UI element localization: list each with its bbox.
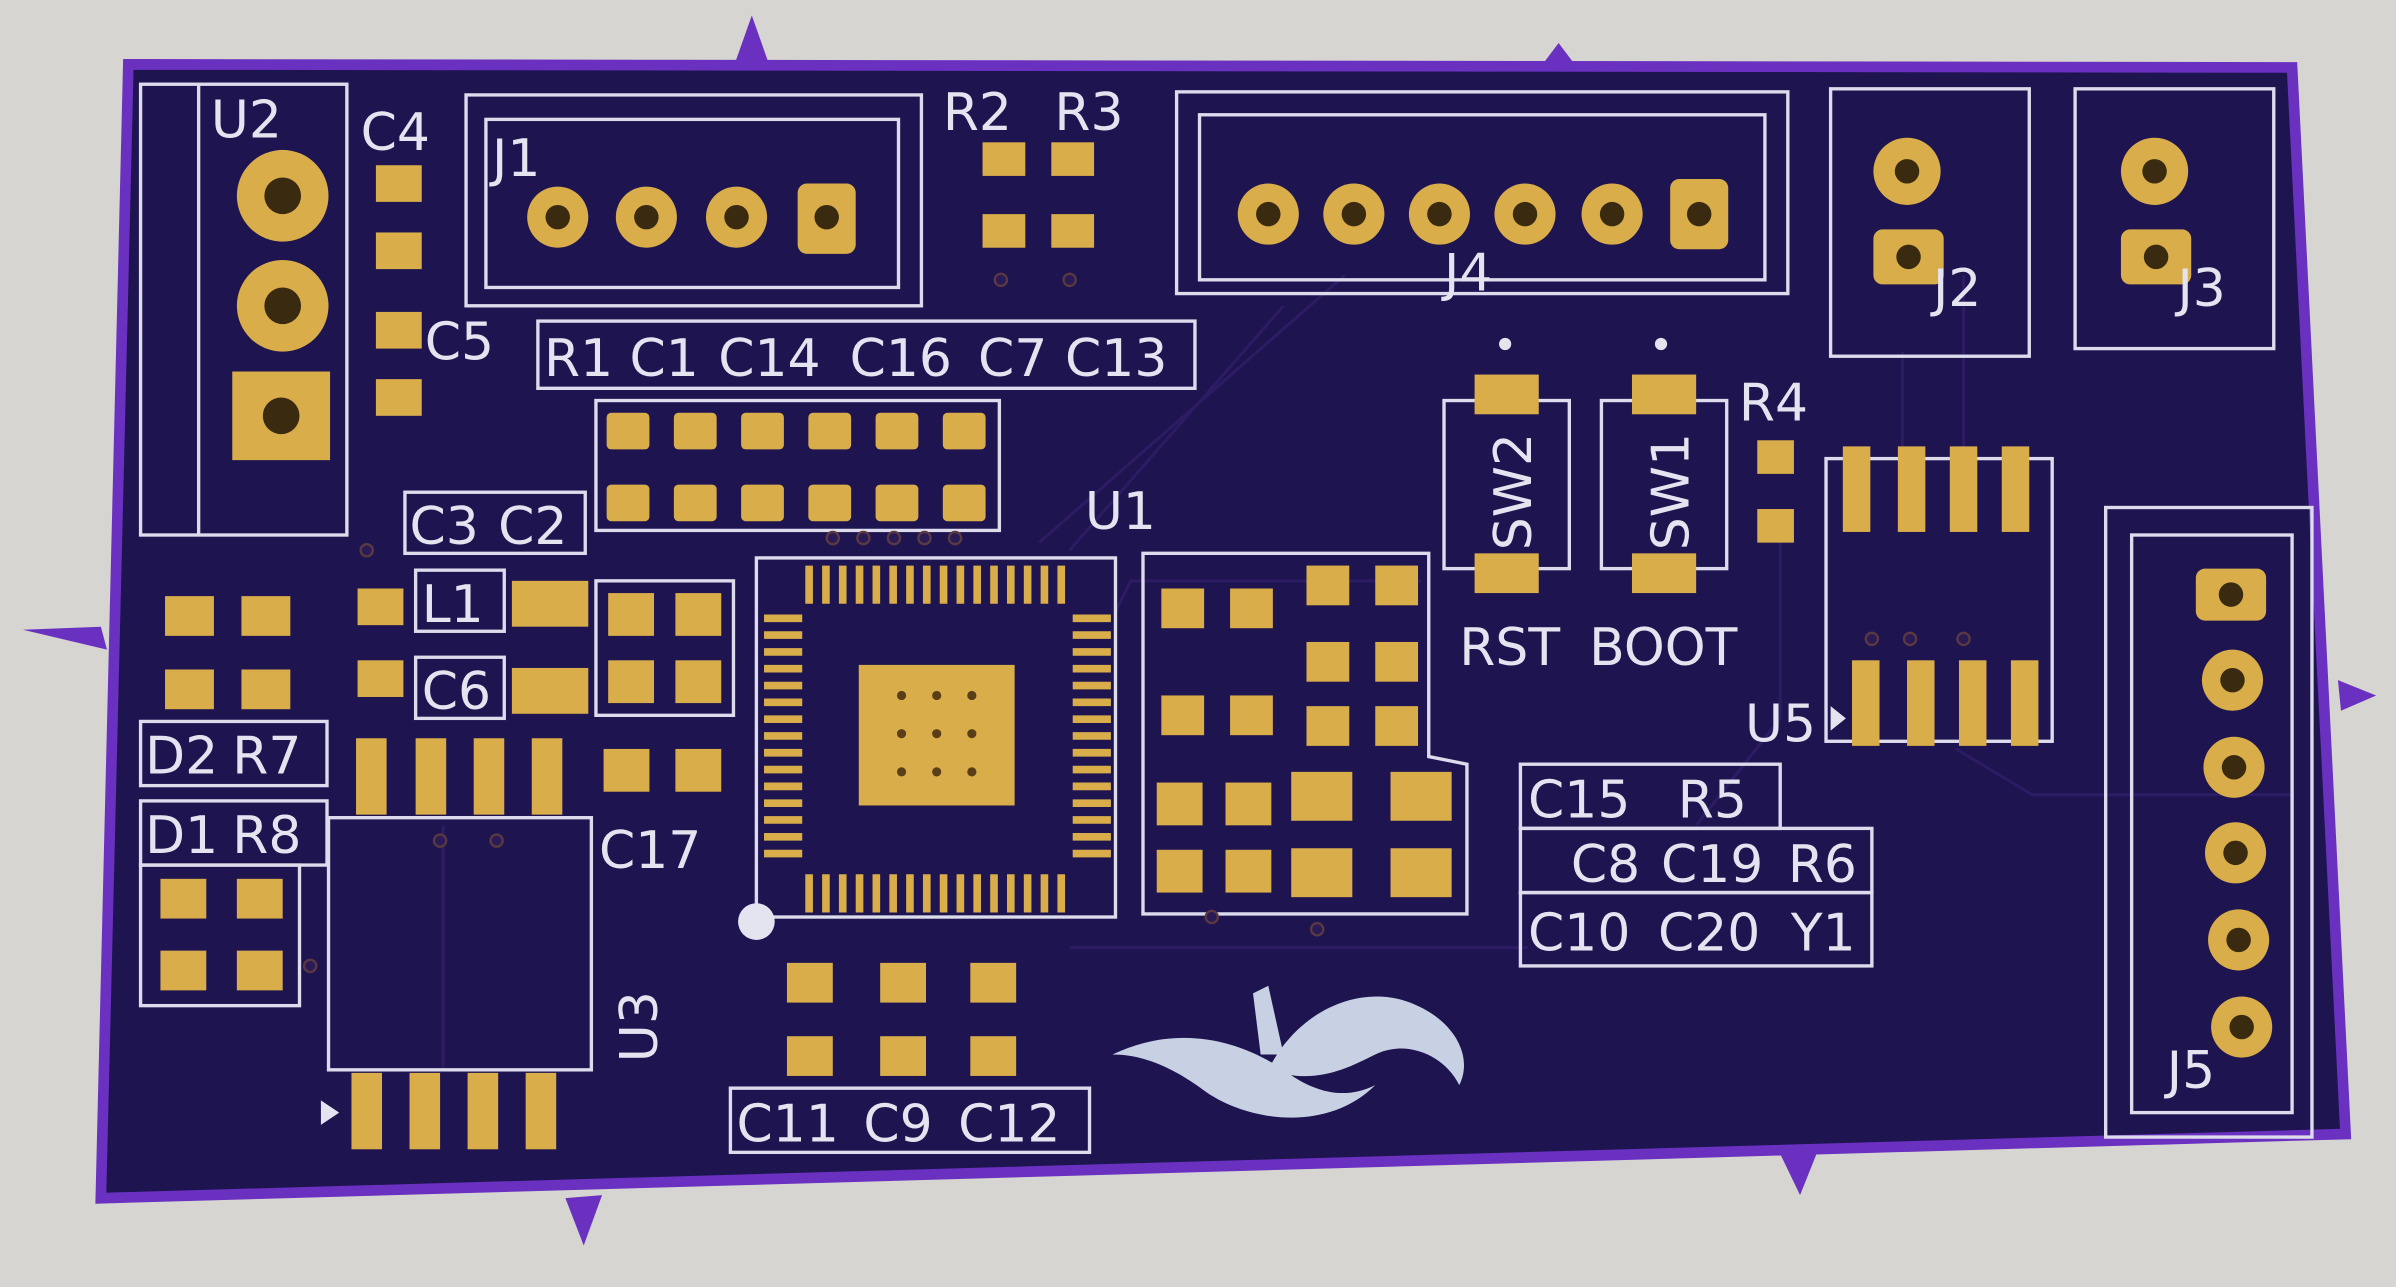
u3-chip: U3 <box>320 738 670 1150</box>
traces <box>441 274 2293 1070</box>
label-r5: R5 <box>1678 771 1747 831</box>
label-j2: J2 <box>1930 259 1981 319</box>
label-c15: C15 <box>1528 771 1630 831</box>
label-c7: C7 <box>978 329 1047 389</box>
label-table-right: C15 R5 C8 C19 R6 C10 C20 Y1 <box>1518 762 1874 968</box>
label-c14: C14 <box>718 329 820 389</box>
c11-c9-c12: C11 C9 C12 <box>728 962 1092 1155</box>
label-r1: R1 <box>544 329 613 389</box>
wave-logo <box>1112 985 1465 1118</box>
label-r7: R7 <box>232 726 301 786</box>
label-c3: C3 <box>410 497 479 557</box>
label-c8: C8 <box>1571 835 1640 895</box>
label-c5: C5 <box>425 312 494 372</box>
label-r6: R6 <box>1788 835 1857 895</box>
j2-connector: J2 <box>1828 87 2031 358</box>
label-rst: RST <box>1459 618 1560 678</box>
label-r2: R2 <box>943 83 1012 143</box>
label-y1: Y1 <box>1790 904 1856 964</box>
label-u1: U1 <box>1085 482 1156 542</box>
breakaway-tabs <box>22 15 2377 1246</box>
label-j3: J3 <box>2174 259 2225 319</box>
j5-connector: J5 <box>2103 505 2314 1139</box>
crystal-cap-cluster <box>1141 551 1469 916</box>
cap-row-labels: R1 C1 C14 C16 C7 C13 <box>536 319 1197 533</box>
label-c10: C10 <box>1528 904 1630 964</box>
label-c9: C9 <box>863 1095 932 1155</box>
label-j5: J5 <box>2164 1041 2215 1101</box>
label-d2: D2 <box>145 726 218 786</box>
label-j4: J4 <box>1441 244 1492 304</box>
label-c19: C19 <box>1661 835 1763 895</box>
label-d1: D1 <box>145 806 218 866</box>
label-c12: C12 <box>958 1095 1060 1155</box>
label-c11: C11 <box>737 1095 839 1155</box>
label-boot: BOOT <box>1589 618 1737 678</box>
label-r4: R4 <box>1739 373 1808 433</box>
j4-connector: J4 <box>1174 90 1790 304</box>
label-l1: L1 <box>422 575 484 635</box>
label-c6: C6 <box>422 662 491 722</box>
label-c17: C17 <box>599 821 701 881</box>
leds-resistors: D2 R7 D1 R8 <box>138 596 329 1008</box>
sw1-boot-button: SW1 <box>1599 337 1729 594</box>
label-c1: C1 <box>630 329 699 389</box>
u2-regulator: U2 <box>138 82 349 537</box>
label-r3: R3 <box>1054 83 1123 143</box>
label-j1: J1 <box>489 129 540 189</box>
r4: R4 <box>1739 373 1808 543</box>
label-u5: U5 <box>1745 694 1816 754</box>
label-r8: R8 <box>232 806 301 866</box>
label-sw1: SW1 <box>1642 433 1702 550</box>
u1-microcontroller: U1 <box>738 482 1156 940</box>
label-c20: C20 <box>1658 904 1760 964</box>
u5-chip: U5 <box>1745 446 2054 754</box>
c4-c5: C4 C5 <box>361 103 494 416</box>
vias <box>302 272 1971 974</box>
sw2-rst-button: SW2 <box>1442 337 1571 594</box>
label-u3: U3 <box>610 991 670 1062</box>
j1-connector: J1 <box>464 93 924 308</box>
j3-connector: J3 <box>2073 87 2276 351</box>
label-c13: C13 <box>1065 329 1167 389</box>
label-c4: C4 <box>361 103 430 163</box>
label-sw2: SW2 <box>1484 433 1544 550</box>
label-u2: U2 <box>211 91 282 151</box>
r2-r3: R2 R3 <box>943 83 1124 248</box>
label-c16: C16 <box>850 329 952 389</box>
label-c2: C2 <box>498 497 567 557</box>
power-section: C3 C2 L1 C6 C17 <box>357 490 736 881</box>
